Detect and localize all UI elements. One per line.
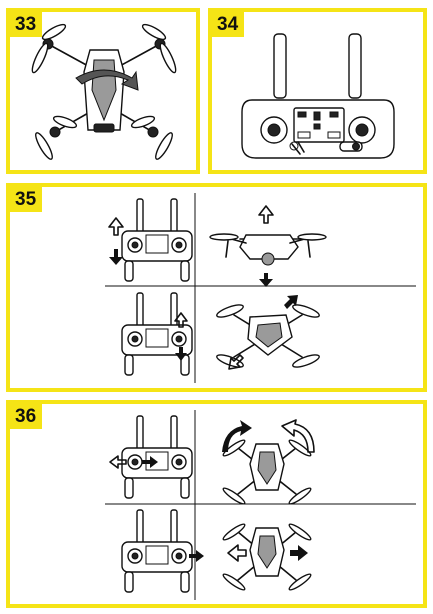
throttle-instructions (105, 193, 416, 383)
down-arrow-icon (175, 347, 187, 361)
step-36-badge: 36 (10, 404, 43, 429)
right-arrow-icon (189, 550, 204, 562)
remote-controller-illustration (241, 33, 395, 159)
drone-unfolding-illustration (31, 23, 177, 160)
step-36-panel: 36 (6, 400, 427, 608)
left-arrow-icon (227, 544, 247, 562)
up-arrow-icon (174, 312, 188, 328)
step-35-badge: 35 (10, 187, 43, 212)
rotate-arrow-icon (222, 420, 252, 452)
step-34-badge: 34 (212, 12, 245, 37)
drone-icon (216, 304, 320, 368)
drone-icon (222, 523, 312, 591)
drone-icon (31, 23, 177, 160)
step-34-panel: 34 (208, 8, 427, 174)
remote-controller-icon (121, 292, 193, 376)
down-arrow-icon (259, 273, 273, 287)
rotate-arrow-icon (281, 419, 315, 453)
left-arrow-icon (228, 354, 244, 370)
remote-controller-icon (121, 509, 193, 593)
drone-icon (222, 439, 312, 505)
right-arrow-icon (290, 545, 308, 561)
left-arrow-icon (109, 455, 127, 469)
step-33-badge: 33 (10, 12, 43, 37)
remote-controller-icon (121, 415, 193, 499)
yaw-instructions (105, 410, 416, 600)
step-33-panel: 33 (6, 8, 200, 174)
down-arrow-icon (109, 249, 123, 265)
up-arrow-icon (258, 205, 274, 224)
right-arrow-icon (284, 295, 298, 309)
rotate-arrow-icon (75, 69, 139, 91)
step-35-panel: 35 (6, 183, 427, 392)
drone-icon (209, 233, 327, 266)
remote-controller-icon (241, 33, 395, 159)
hand-press-icon (291, 141, 305, 155)
right-arrow-icon (142, 456, 158, 468)
up-arrow-icon (108, 217, 124, 236)
remote-controller-icon (121, 198, 193, 282)
